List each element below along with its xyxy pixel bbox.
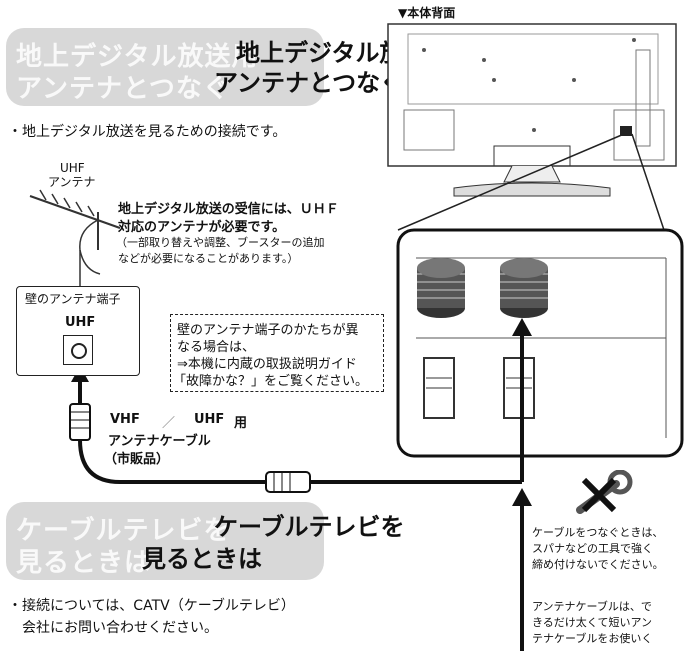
wall-note-box: 壁のアンテナ端子のかたちが異 なる場合は、 ⇒本機に内蔵の取扱説明ガイド 「故障… [170, 314, 384, 392]
wall-terminal-box: 壁のアンテナ端子 UHF [16, 286, 140, 376]
terminal-left [417, 258, 465, 318]
wall-terminal-title: 壁のアンテナ端子 [25, 292, 121, 306]
section2-title-line1: ケーブルテレビを [214, 513, 405, 541]
back-label: ▼本体背面 [398, 6, 456, 20]
terminal-right [500, 258, 548, 318]
section2-ghost-line2: 見るときは [16, 548, 152, 578]
wall-terminal-uhf: UHF [65, 315, 96, 330]
section2-bullet-line2: 会社にお問い合わせください。 [22, 620, 218, 636]
wall-note-line1: 壁のアンテナ端子のかたちが異 [177, 323, 359, 338]
antenna-note-bold-line2: 対応のアンテナが必要です。 [118, 220, 286, 235]
cable-tip-line1: アンテナケーブルは、で [532, 600, 652, 613]
tv-back-illustration [387, 23, 677, 197]
section1-ghost-line1: 地上デジタル放送用 [16, 42, 259, 72]
section1-bullet: ・地上デジタル放送を見るための接続です。 [8, 124, 287, 140]
section2-title-line2: 見るときは [142, 545, 262, 573]
antenna-note-line1: （一部取り替えや調整、ブースターの追加 [116, 236, 325, 249]
cable-label-for: 用 [234, 416, 248, 431]
section1-title-line2: アンテナとつなぐ [214, 69, 405, 97]
section2-ghost-line1: ケーブルテレビを [16, 516, 231, 546]
cable-label-line3: （市販品） [104, 452, 170, 467]
antenna-note-bold-line1: 地上デジタル放送の受信には、ＵＨＦ [118, 202, 339, 217]
cable-label-vhf: VHF [110, 412, 140, 427]
wall-socket-icon [63, 335, 93, 365]
wall-note-line3: ⇒本機に内蔵の取扱説明ガイド [177, 357, 357, 372]
cable-label-line2: アンテナケーブル [108, 434, 211, 449]
antenna-label-line1: UHF [60, 161, 85, 175]
section2-banner [6, 502, 324, 580]
wall-note-line4: 「故障かな？」をご覧ください。 [173, 374, 369, 389]
section2-bullet-line1: ・接続については、CATV（ケーブルテレビ） [8, 598, 295, 614]
no-wrench-icon [576, 470, 633, 514]
cable-tip-line3: テナケーブルをお使いく [532, 632, 653, 645]
cable-label-uhf: UHF [194, 412, 225, 427]
section1-ghost-line2: アンテナとつなぐ [16, 74, 230, 104]
antenna-note-line2: などが必要になることがあります。） [118, 252, 299, 265]
warning-line3: 締め付けないでください。 [532, 558, 664, 571]
antenna-label-line2: アンテナ [48, 175, 96, 189]
cable-label-slash: ／ [162, 416, 176, 431]
warning-line1: ケーブルをつなぐときは、 [532, 526, 664, 539]
zoom-leader-lines [397, 133, 665, 231]
cable-tip-line2: きるだけ太くて短いアン [532, 616, 653, 629]
warning-line2: スパナなどの工具で強く [532, 542, 653, 555]
wall-note-line2: なる場合は、 [177, 340, 256, 355]
section1-banner [6, 28, 324, 106]
